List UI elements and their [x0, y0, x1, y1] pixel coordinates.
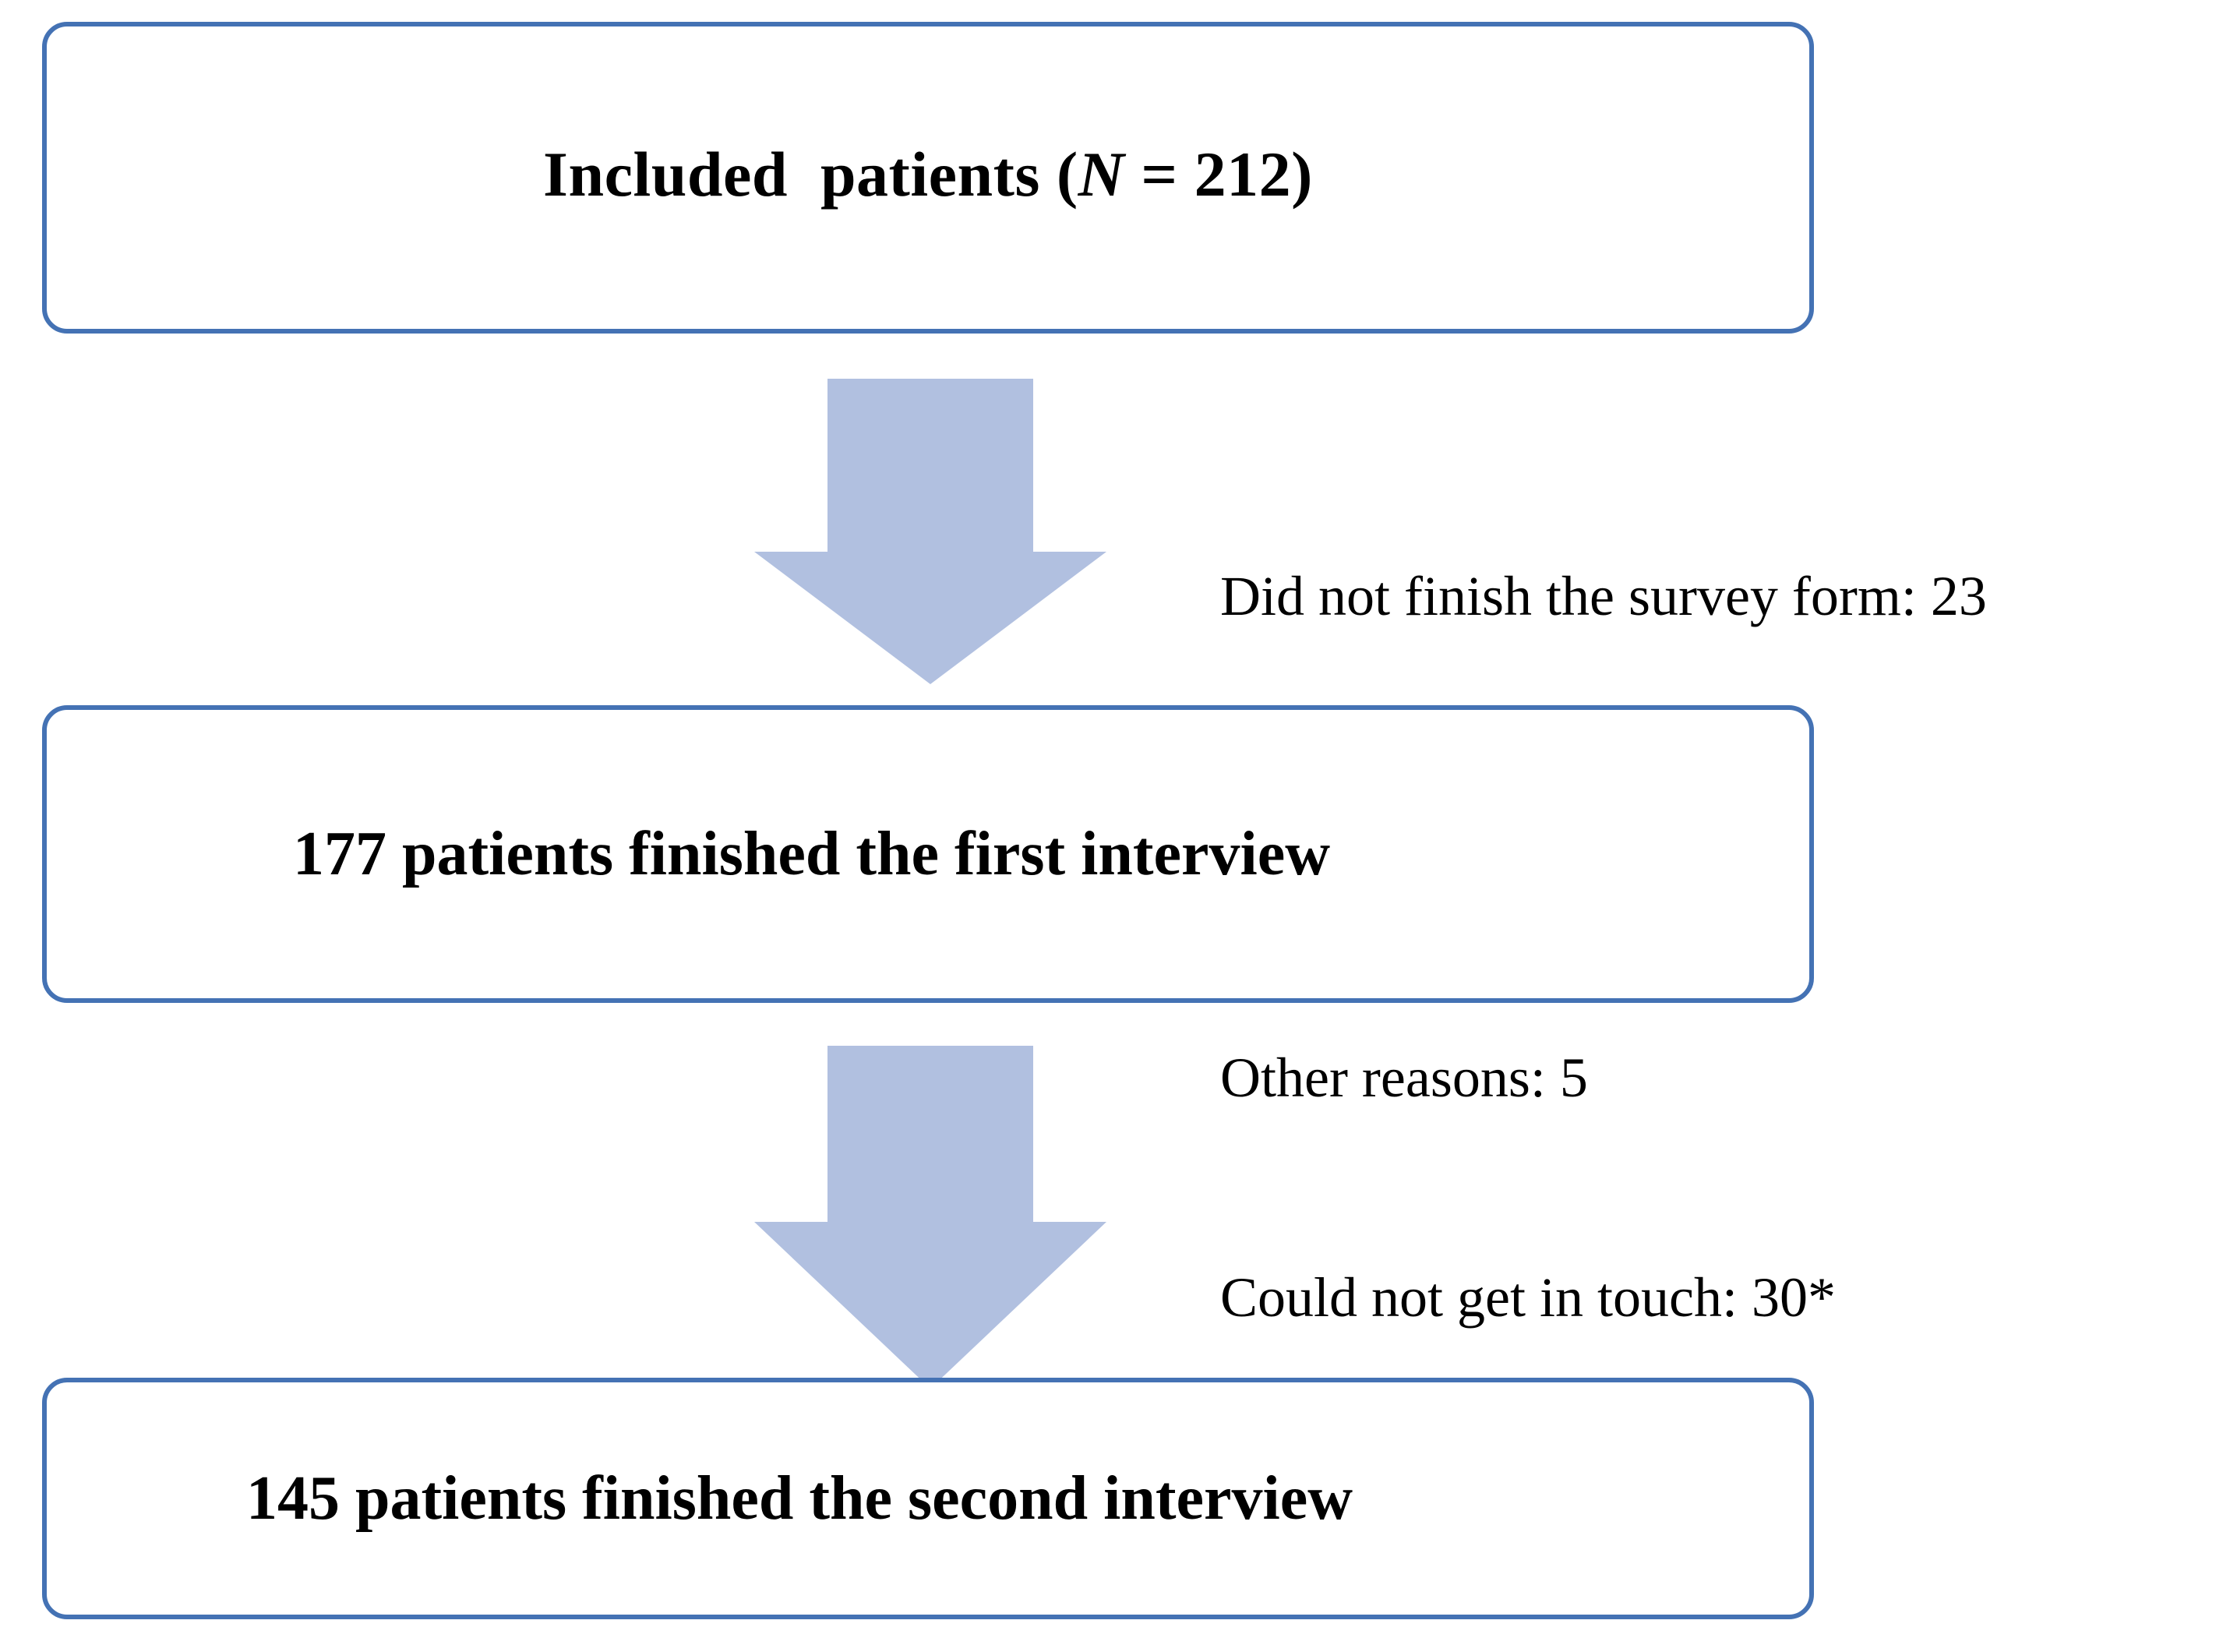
- flow-node-first-interview-label: 177 patients finished the first intervie…: [293, 820, 1331, 888]
- flow-node-first-interview: 177 patients finished the first intervie…: [42, 705, 1814, 1003]
- flow-node-included-patients-label: Included patients (N = 212): [543, 139, 1313, 210]
- exclusion-line: Did not finish the survey form: 23: [1220, 565, 1987, 627]
- exclusion-line: Could not get in touch: 30*: [1220, 1266, 1836, 1329]
- down-arrow-icon: [754, 1046, 1106, 1389]
- included-label-prefix: Included patients (: [543, 138, 1078, 210]
- flow-node-second-interview: 145 patients finished the second intervi…: [42, 1378, 1814, 1619]
- down-arrow-shape: [754, 379, 1106, 684]
- flow-node-included-patients: Included patients (N = 212): [42, 22, 1814, 334]
- included-label-italic-n: N: [1078, 138, 1125, 210]
- down-arrow-icon: [754, 379, 1106, 684]
- flow-node-second-interview-label: 145 patients finished the second intervi…: [246, 1464, 1353, 1533]
- down-arrow-shape: [754, 1046, 1106, 1389]
- exclusion-line: Other reasons: 5: [1220, 1047, 1588, 1109]
- included-label-suffix: = 212): [1124, 138, 1313, 210]
